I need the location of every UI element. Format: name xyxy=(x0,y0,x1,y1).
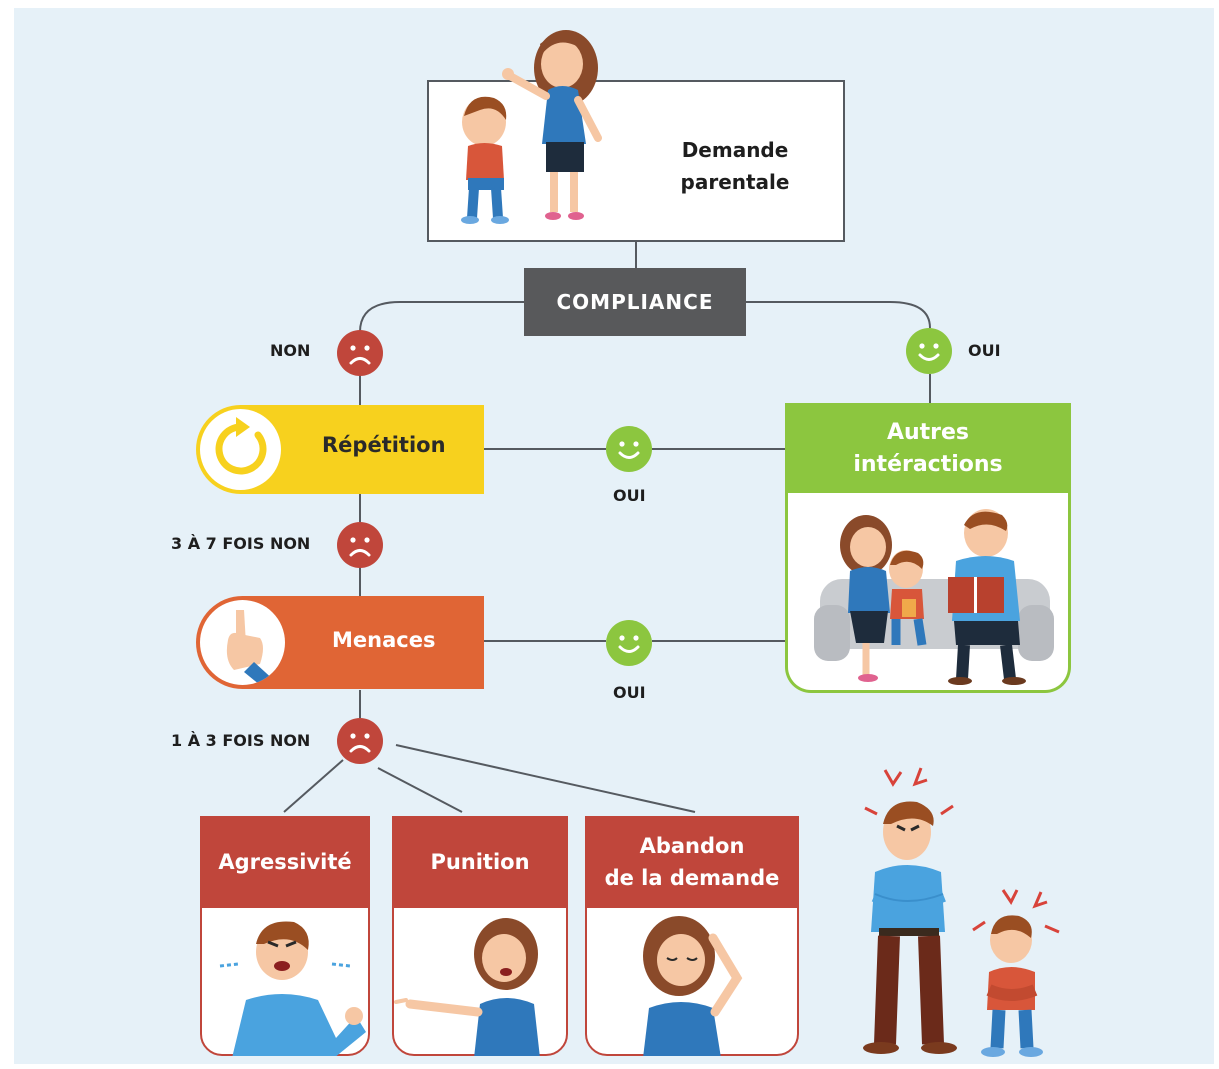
outcome-abandon-line1: Abandon xyxy=(639,834,745,858)
outcome-abandon-box: Abandon de la demande xyxy=(585,816,799,1056)
threats-box: Menaces xyxy=(196,596,484,689)
happy-face-icon xyxy=(606,426,652,472)
compliance-label: COMPLIANCE xyxy=(556,290,714,314)
outcome-aggressiveness-box: Agressivité xyxy=(200,816,370,1056)
threats-no-label: 1 À 3 FOIS NON xyxy=(171,731,311,750)
outcome-abandon-line2: de la demande xyxy=(604,866,780,890)
repetition-box: Répétition xyxy=(196,405,484,494)
repetition-label: Répétition xyxy=(322,433,446,457)
parental-request-title-line2: parentale xyxy=(680,170,790,194)
other-interactions-line2: intéractions xyxy=(853,452,1003,477)
sad-face-icon xyxy=(337,522,383,568)
other-interactions-line1: Autres xyxy=(886,420,970,445)
outcome-punishment-label: Punition xyxy=(430,850,530,874)
compliance-box: COMPLIANCE xyxy=(524,268,746,336)
family-on-sofa-illustration xyxy=(814,509,1054,685)
branch-non-label: NON xyxy=(270,341,311,360)
angry-father-son-illustration xyxy=(863,767,1060,1057)
other-interactions-header: Autres intéractions xyxy=(785,403,1071,493)
sad-face-icon xyxy=(337,718,383,764)
pointing-finger-icon xyxy=(200,600,285,685)
refresh-icon xyxy=(200,409,281,490)
angry-father-illustration xyxy=(219,921,366,1056)
happy-face-icon xyxy=(906,328,952,374)
tired-mother-illustration xyxy=(643,916,743,1056)
repetition-no-label: 3 À 7 FOIS NON xyxy=(171,534,311,553)
threats-label: Menaces xyxy=(332,628,436,652)
repetition-yes-label: OUI xyxy=(613,486,646,505)
threats-yes-label: OUI xyxy=(613,683,646,702)
branch-oui-label: OUI xyxy=(968,341,1001,360)
pointing-mother-illustration xyxy=(394,918,540,1056)
sad-face-icon xyxy=(337,330,383,376)
mother-child-illustration xyxy=(461,30,602,224)
parental-request-title-line1: Demande xyxy=(681,138,789,162)
outcome-aggressiveness-label: Agressivité xyxy=(218,850,352,874)
other-interactions-box: Autres intéractions xyxy=(785,403,1071,693)
outcome-aggressiveness-header: Agressivité xyxy=(200,816,370,908)
outcome-punishment-box: Punition xyxy=(392,816,568,1056)
outcome-abandon-header: Abandon de la demande xyxy=(585,816,799,908)
happy-face-icon xyxy=(606,620,652,666)
outcome-punishment-header: Punition xyxy=(392,816,568,908)
